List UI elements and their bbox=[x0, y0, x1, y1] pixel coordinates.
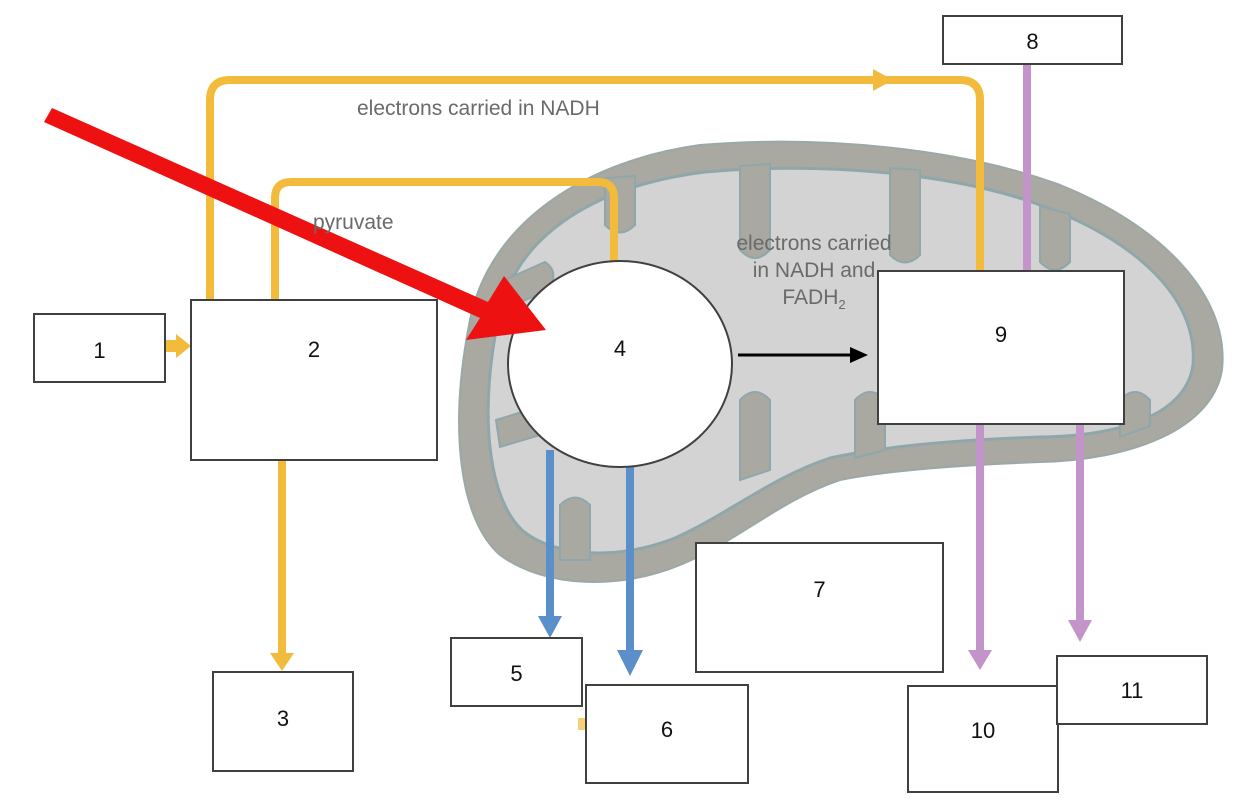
mito-electrons-line2: in NADH and bbox=[752, 259, 876, 282]
mito-electrons-line1: electrons carried bbox=[736, 232, 892, 255]
crista-top-2 bbox=[739, 162, 771, 259]
nadh-label: electrons carried in NADH bbox=[357, 97, 600, 120]
box-5-label: 5 bbox=[510, 661, 523, 686]
nadh-arrowhead bbox=[873, 69, 893, 91]
box-3[interactable]: 3 bbox=[212, 671, 354, 772]
box-11-label: 11 bbox=[1120, 678, 1144, 703]
fadh-subscript: 2 bbox=[838, 297, 846, 313]
box-5[interactable]: 5 bbox=[450, 637, 583, 707]
circle-4-shape bbox=[507, 260, 733, 468]
box-7[interactable]: 7 bbox=[695, 542, 944, 673]
box-9-label: 9 bbox=[994, 322, 1008, 347]
blue-arrow-left-head bbox=[538, 616, 562, 638]
box-8[interactable]: 8 bbox=[942, 15, 1123, 65]
crista-top-3 bbox=[889, 166, 921, 264]
purple-arrow-left-head bbox=[968, 650, 992, 670]
box-2-label: 2 bbox=[307, 337, 321, 362]
box-1[interactable]: 1 bbox=[33, 313, 166, 383]
small-yellow-mark bbox=[578, 718, 586, 730]
fadh-text: FADH bbox=[782, 286, 839, 309]
circle-4-label: 4 bbox=[613, 336, 627, 361]
box-7-label: 7 bbox=[813, 577, 826, 602]
red-pointer-arrow bbox=[44, 108, 546, 340]
crista-bottom-2 bbox=[739, 391, 771, 482]
box-2[interactable]: 2 bbox=[190, 299, 438, 461]
pyruvate-yellow-path bbox=[271, 178, 618, 300]
circle-4[interactable]: 4 bbox=[590, 336, 650, 366]
purple-arrow-right-head bbox=[1068, 620, 1092, 642]
box-3-label: 3 bbox=[276, 706, 290, 731]
box-11[interactable]: 11 bbox=[1056, 655, 1208, 725]
electron-transfer-arrowhead bbox=[850, 347, 868, 363]
mito-electrons-line3: FADH2 bbox=[702, 284, 926, 318]
box-9[interactable]: 9 bbox=[877, 270, 1125, 425]
blue-arrow-right-head bbox=[617, 650, 643, 676]
box-1-label: 1 bbox=[93, 338, 106, 363]
box-6[interactable]: 6 bbox=[585, 684, 749, 784]
mito-electrons-label: electrons carried in NADH and FADH2 bbox=[702, 230, 926, 318]
box-10[interactable]: 10 bbox=[907, 685, 1059, 793]
nadh-yellow-path bbox=[206, 76, 984, 300]
glycolysis-down-arrowhead bbox=[270, 653, 294, 671]
crista-top-4 bbox=[1039, 204, 1071, 271]
box-8-label: 8 bbox=[1026, 29, 1039, 54]
input-arrow bbox=[166, 334, 191, 358]
box-10-label: 10 bbox=[970, 718, 996, 743]
crista-bottom-1 bbox=[559, 496, 591, 561]
pyruvate-label: pyruvate bbox=[313, 211, 394, 234]
box-6-label: 6 bbox=[660, 717, 674, 742]
